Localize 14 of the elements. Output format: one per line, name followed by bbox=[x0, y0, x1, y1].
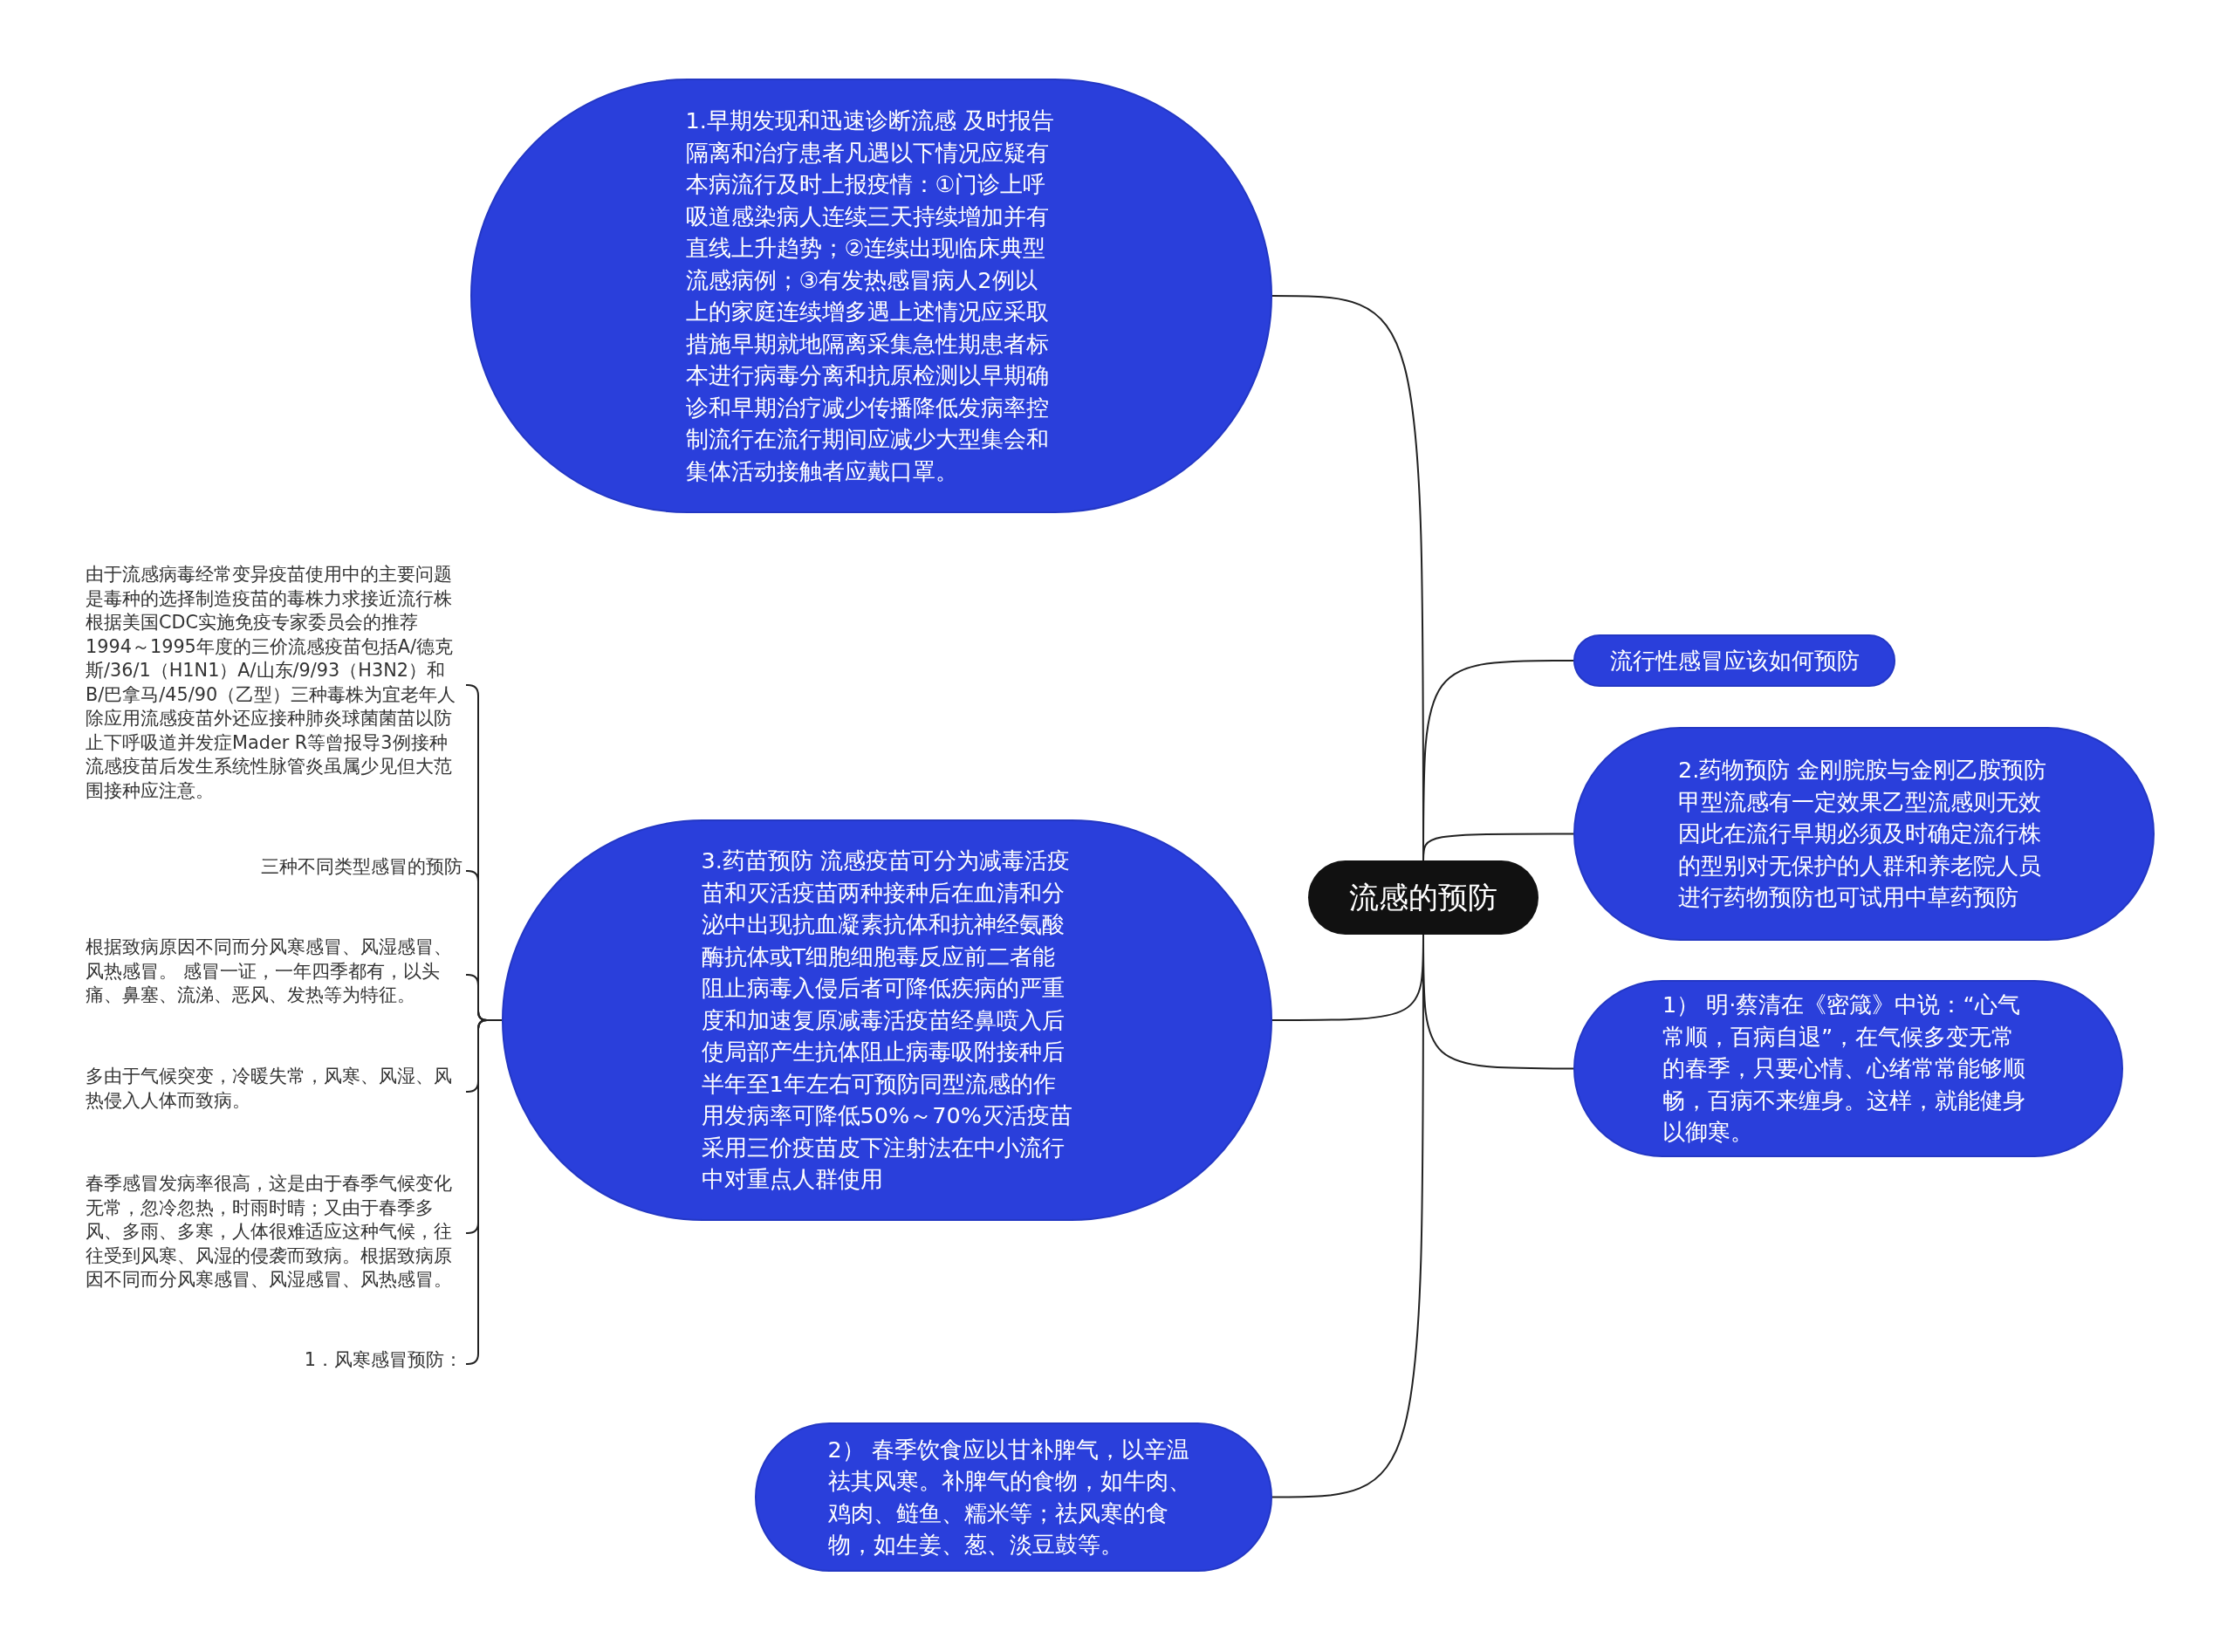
note-text: 1．风寒感冒预防： bbox=[86, 1348, 463, 1373]
topic-bubble: 2） 春季饮食应以甘补脾气，以辛温祛其风寒。补脾气的食物，如牛肉、鸡肉、鲢鱼、糯米等；祛风寒的食物，如生姜、葱、淡豆鼓等。 bbox=[755, 1422, 1272, 1572]
topic-bubble: 1） 明·蔡清在《密箴》中说：“心气常顺，百病自退”，在气候多变无常的春季，只要心情、心绪常常能够顺畅，百病不来缠身。这样，就能健身以御寒。 bbox=[1573, 980, 2123, 1157]
central-topic: 流感的预防 bbox=[1308, 860, 1538, 935]
connector-line bbox=[1422, 833, 1574, 861]
note-text: 春季感冒发病率很高，这是由于春季气候变化无常，忽冷忽热，时雨时晴；又由于春季多风、多雨、多寒，人体很难适应这种气候，往往受到风寒、风湿的侵袭而致病。根据致病原因不同而分风寒感冒、风湿感冒、风热感冒。 bbox=[86, 1172, 463, 1292]
topic-bubble: 1.早期发现和迅速诊断流感 及时报告隔离和治疗患者凡遇以下情况应疑有本病流行及时上报疫情：①门诊上呼吸道感染病人连续三天持续增加并有直线上升趋势；②连续出现临床典型流感病例；③有发热感冒病人2例以上的家庭连续增多遇上述情况应采取措施早期就地隔离采集急性期患者标本进行病毒分离和抗原检测以早期确诊和早期治疗减少传播降低发病率控制流行在流行期间应减少大型集会和集体活动接触者应戴口罩。 bbox=[470, 79, 1272, 513]
topic-bubble: 2.药物预防 金刚脘胺与金刚乙胺预防甲型流感有一定效果乙型流感则无效因此在流行早期必须及时确定流行株的型别对无保护的人群和养老院人员进行药物预防也可试用中草药预防 bbox=[1573, 727, 2155, 941]
topic-bubble: 3.药苗预防 流感疫苗可分为减毒活疫苗和灭活疫苗两种接种后在血清和分泌中出现抗血凝素抗体和抗神经氨酸酶抗体或T细胞细胞毒反应前二者能阻止病毒入侵后者可降低疾病的严重度和加速复原减毒活疫苗经鼻喷入后使局部产生抗体阻止病毒吸附接种后半年至1年左右可预防同型流感的作用发病率可降低50%～70%灭活疫苗采用三价疫苗皮下注射法在中小流行中对重点人群使用 bbox=[502, 819, 1272, 1221]
note-text: 根据致病原因不同而分风寒感冒、风湿感冒、风热感冒。 感冒一证，一年四季都有，以头痛、鼻塞、流涕、恶风、发热等为特征。 bbox=[86, 936, 463, 1008]
note-text: 由于流感病毒经常变异疫苗使用中的主要问题是毒种的选择制造疫苗的毒株力求接近流行株根据美国CDC实施免疫专家委员会的推荐1994～1995年度的三价流感疫苗包括A/德克斯/36/1（H1N1）A/山东/9/93（H3N2）和B/巴拿马/45/90（乙型）三种毒株为宜老年人除应用流感疫苗外还应接种肺炎球菌菌苗以防止下呼吸道并发症Mader R等曾报导3例接种流感疫苗后发生系统性脉管炎虽属少见但大范围接种应注意。 bbox=[86, 563, 463, 803]
note-text: 多由于气候突变，冷暖失常，风寒、风湿、风热侵入人体而致病。 bbox=[86, 1065, 463, 1113]
note-text: 三种不同类型感冒的预防 bbox=[86, 855, 463, 880]
topic-pill: 流行性感冒应该如何预防 bbox=[1573, 634, 1895, 687]
